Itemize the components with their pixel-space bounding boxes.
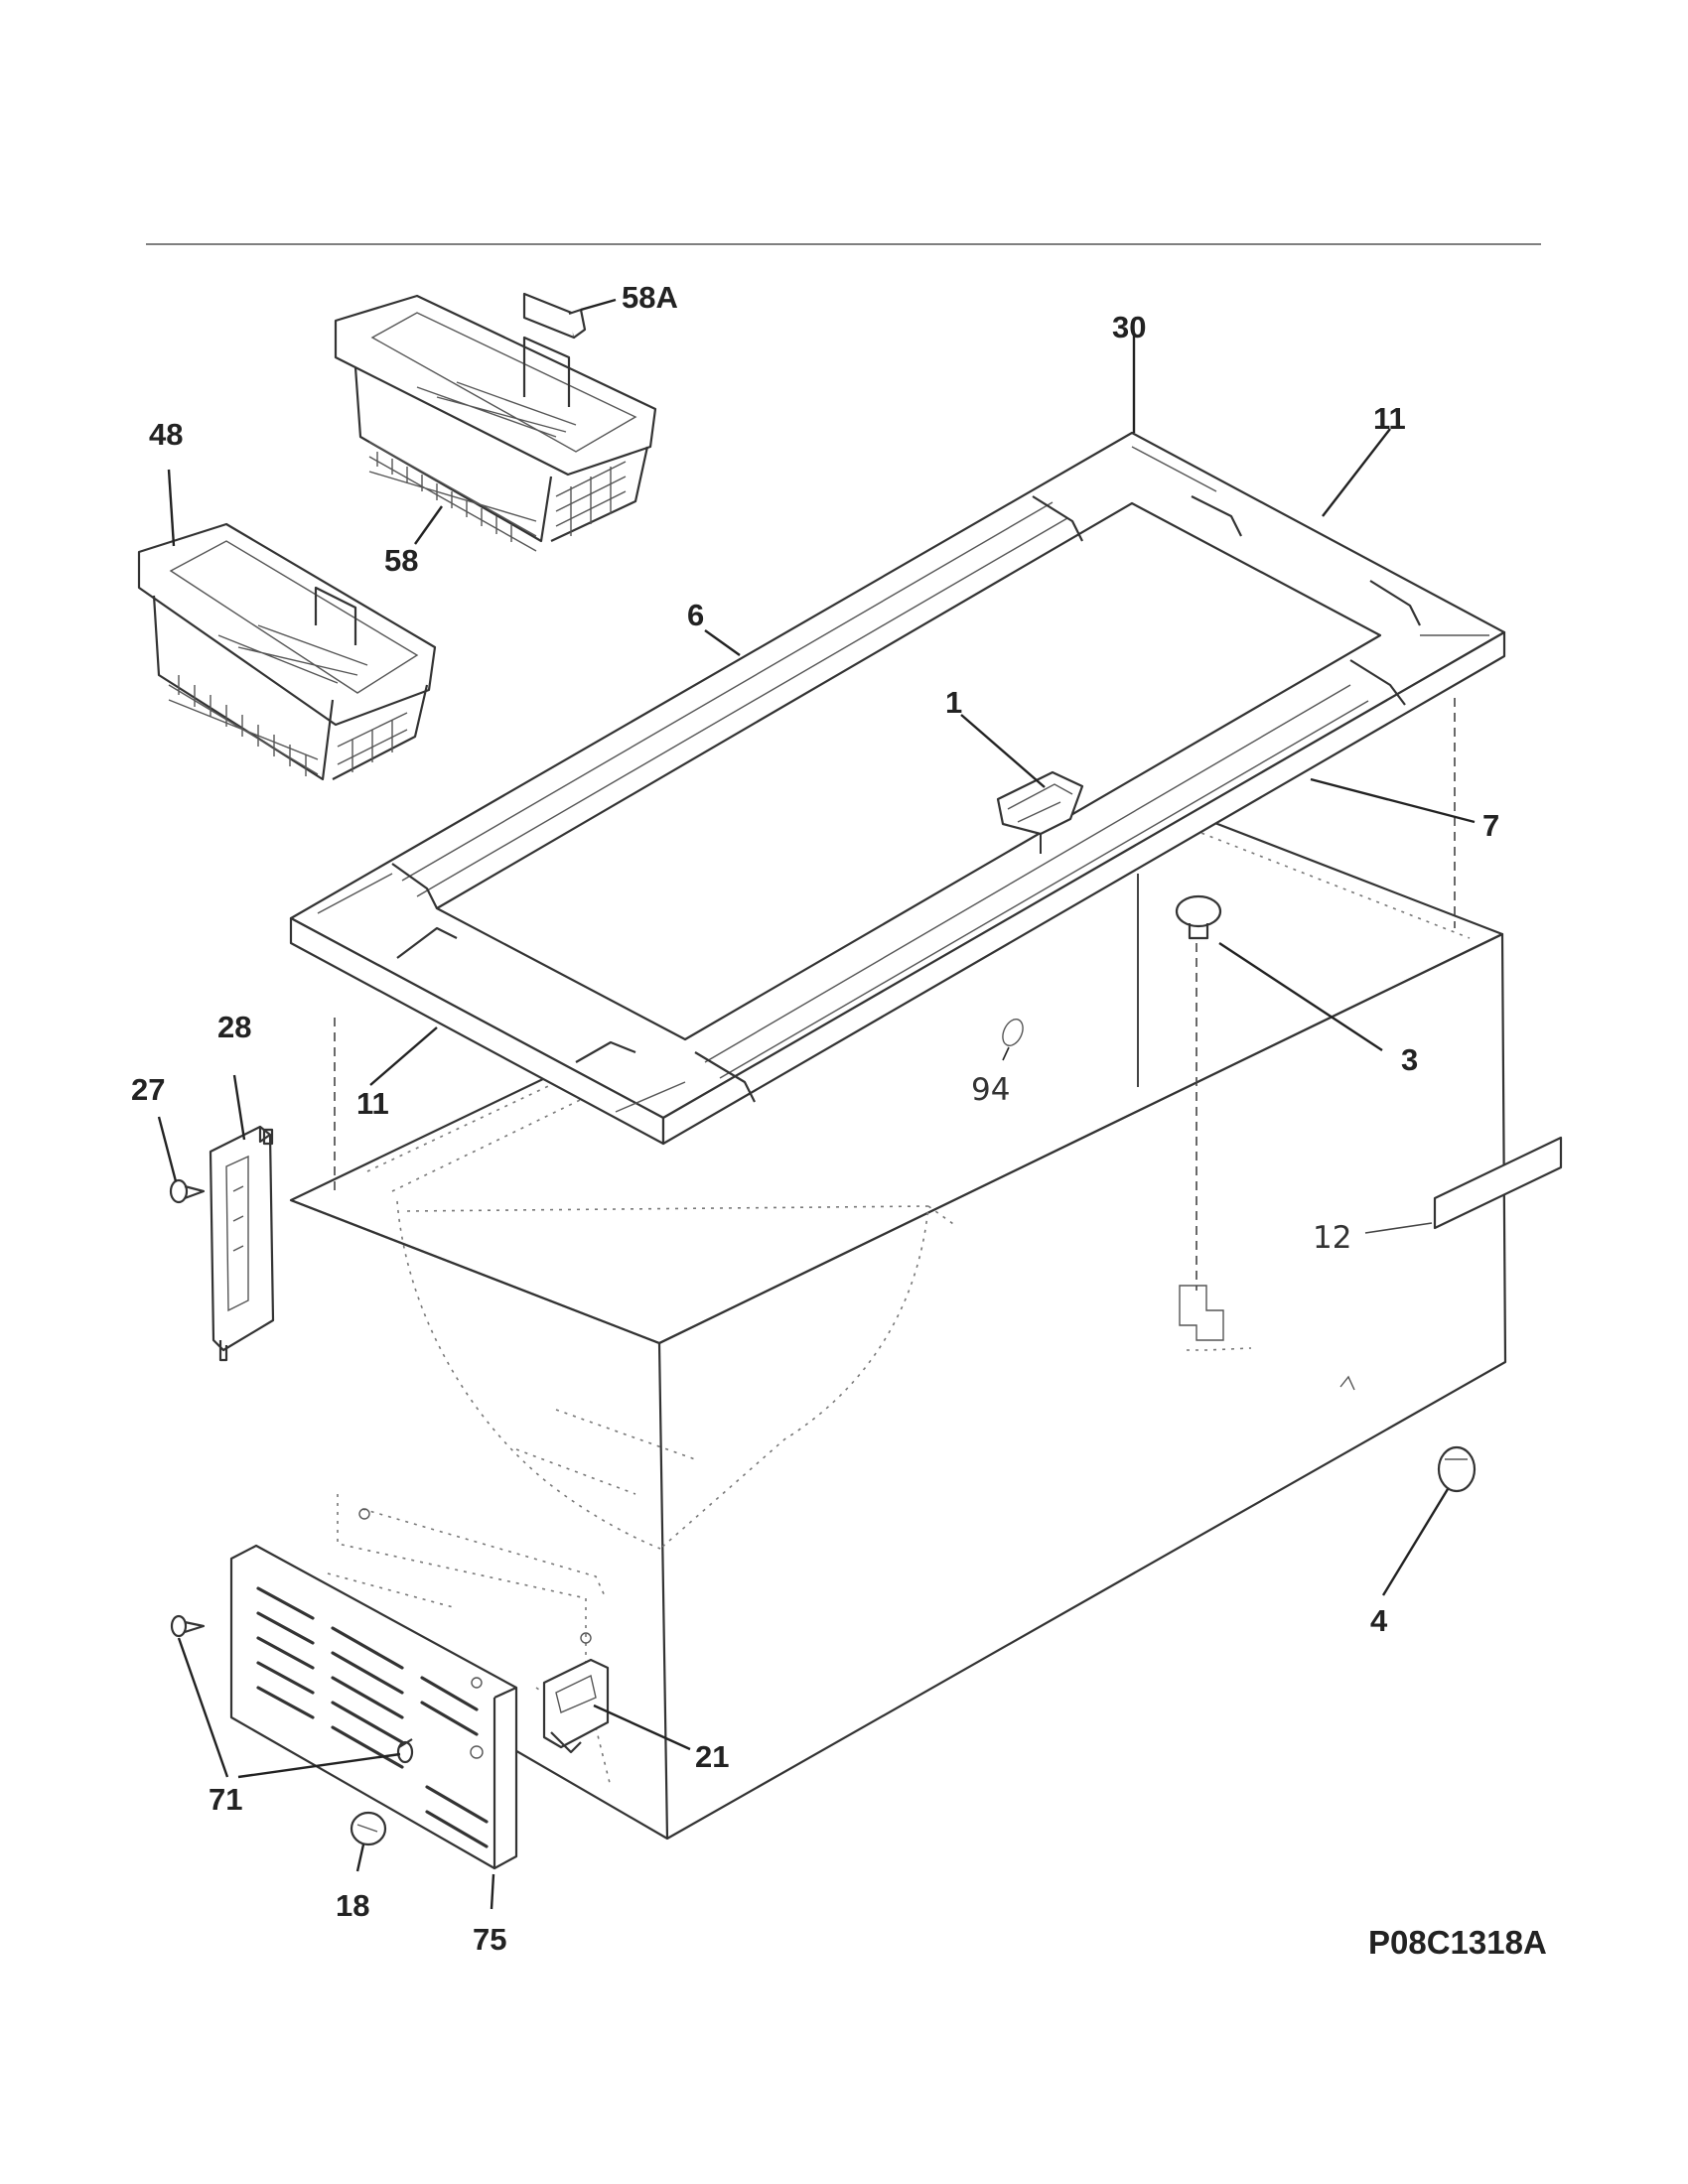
part-21-switch (542, 1658, 610, 1754)
callout-12: 12 (1313, 1220, 1351, 1256)
callout-1: 1 (945, 685, 962, 720)
callout-48: 48 (149, 417, 183, 452)
callout-4: 4 (1370, 1603, 1388, 1638)
callout-6: 6 (687, 598, 704, 632)
callout-58A: 58A (622, 280, 678, 315)
callout-11-bottom: 11 (356, 1086, 389, 1121)
part-71-screws (170, 1614, 414, 1764)
leader-lines (157, 298, 1476, 1910)
part-94-ring (1002, 1019, 1024, 1046)
part-28-hinge (209, 1125, 275, 1362)
callout-28: 28 (217, 1010, 251, 1044)
basket-58 (334, 292, 657, 552)
callout-71: 71 (209, 1782, 242, 1817)
drawing-code: P08C1318A (1368, 1924, 1547, 1961)
callout-21: 21 (695, 1739, 729, 1774)
part-3-drain-plug (1175, 894, 1222, 940)
callout-7: 7 (1482, 808, 1499, 843)
callout-75: 75 (473, 1922, 506, 1957)
callout-58: 58 (384, 543, 418, 578)
callout-3: 3 (1401, 1042, 1418, 1077)
callout-11-top: 11 (1373, 401, 1406, 436)
part-75-grille (229, 1544, 518, 1870)
basket-48 (137, 522, 437, 781)
part-1-latch (996, 770, 1084, 854)
part-4-leveling-leg (1437, 1445, 1477, 1493)
part-27-screw (169, 1178, 206, 1204)
callout-94: 94 (971, 1072, 1010, 1108)
callout-18: 18 (336, 1888, 369, 1923)
callout-30: 30 (1112, 310, 1146, 344)
gasket-frame (289, 431, 1506, 1146)
part-12-label-plate (1433, 1136, 1563, 1230)
callout-27: 27 (131, 1072, 165, 1107)
